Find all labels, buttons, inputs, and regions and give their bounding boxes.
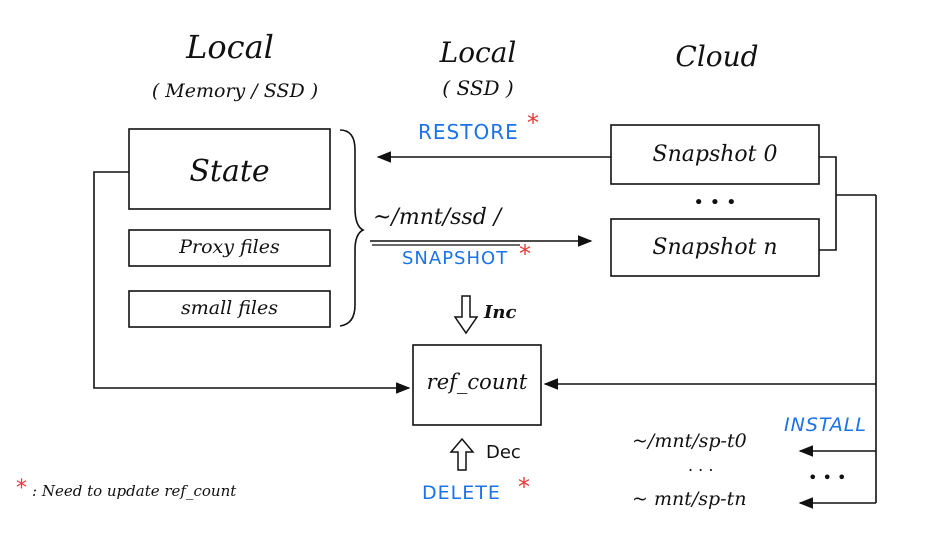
proxy-files-box xyxy=(128,229,331,267)
proxy-files-label: Proxy files xyxy=(179,236,280,258)
local-ssd-title: Local xyxy=(439,36,517,69)
legend-asterisk: * xyxy=(16,476,27,501)
local-memory-title: Local xyxy=(186,28,274,66)
state-box xyxy=(128,128,331,210)
state-to-refcount-arrow xyxy=(93,171,411,394)
snapshot-ellipsis: • • • xyxy=(693,192,737,213)
install-arrows-ellipsis: • • • xyxy=(808,468,847,487)
dec-arrow-icon xyxy=(449,437,475,471)
legend-text: : Need to update ref_count xyxy=(32,482,237,500)
small-files-label: small files xyxy=(180,297,279,319)
inc-arrow-icon xyxy=(453,295,479,335)
restore-asterisk: * xyxy=(527,109,539,137)
install-paths-ellipsis: . . . xyxy=(688,456,714,475)
ref-count-label: ref_count xyxy=(426,370,528,394)
snapshot-path-label: ~/mnt/ssd / xyxy=(373,205,502,230)
restore-label: RESTORE xyxy=(418,120,519,144)
snapshot-0-box xyxy=(610,124,820,185)
cloud-title: Cloud xyxy=(675,40,759,73)
delete-label: DELETE xyxy=(422,482,501,504)
dec-label: Dec xyxy=(486,442,521,463)
inc-label: Inc xyxy=(484,302,517,323)
snapshot-0-label: Snapshot 0 xyxy=(652,142,778,167)
small-files-box xyxy=(128,290,331,328)
install-label: INSTALL xyxy=(784,414,867,436)
local-ssd-subtitle: ( SSD ) xyxy=(442,76,514,100)
snapshot-n-box xyxy=(610,218,820,277)
local-memory-subtitle: ( Memory / SSD ) xyxy=(151,80,319,102)
snapshot-asterisk: * xyxy=(519,240,531,268)
brace-shape xyxy=(339,129,365,327)
snapshot-label: SNAPSHOT xyxy=(402,248,509,269)
sp-tn-label: ~ mnt/sp-tn xyxy=(632,488,747,510)
delete-asterisk: * xyxy=(518,473,530,501)
state-label: State xyxy=(189,154,270,189)
sp-t0-label: ~/mnt/sp-t0 xyxy=(632,430,747,452)
cloud-group-bracket xyxy=(819,156,837,251)
snapshot-n-label: Snapshot n xyxy=(652,235,778,260)
ref-count-box xyxy=(412,344,542,426)
